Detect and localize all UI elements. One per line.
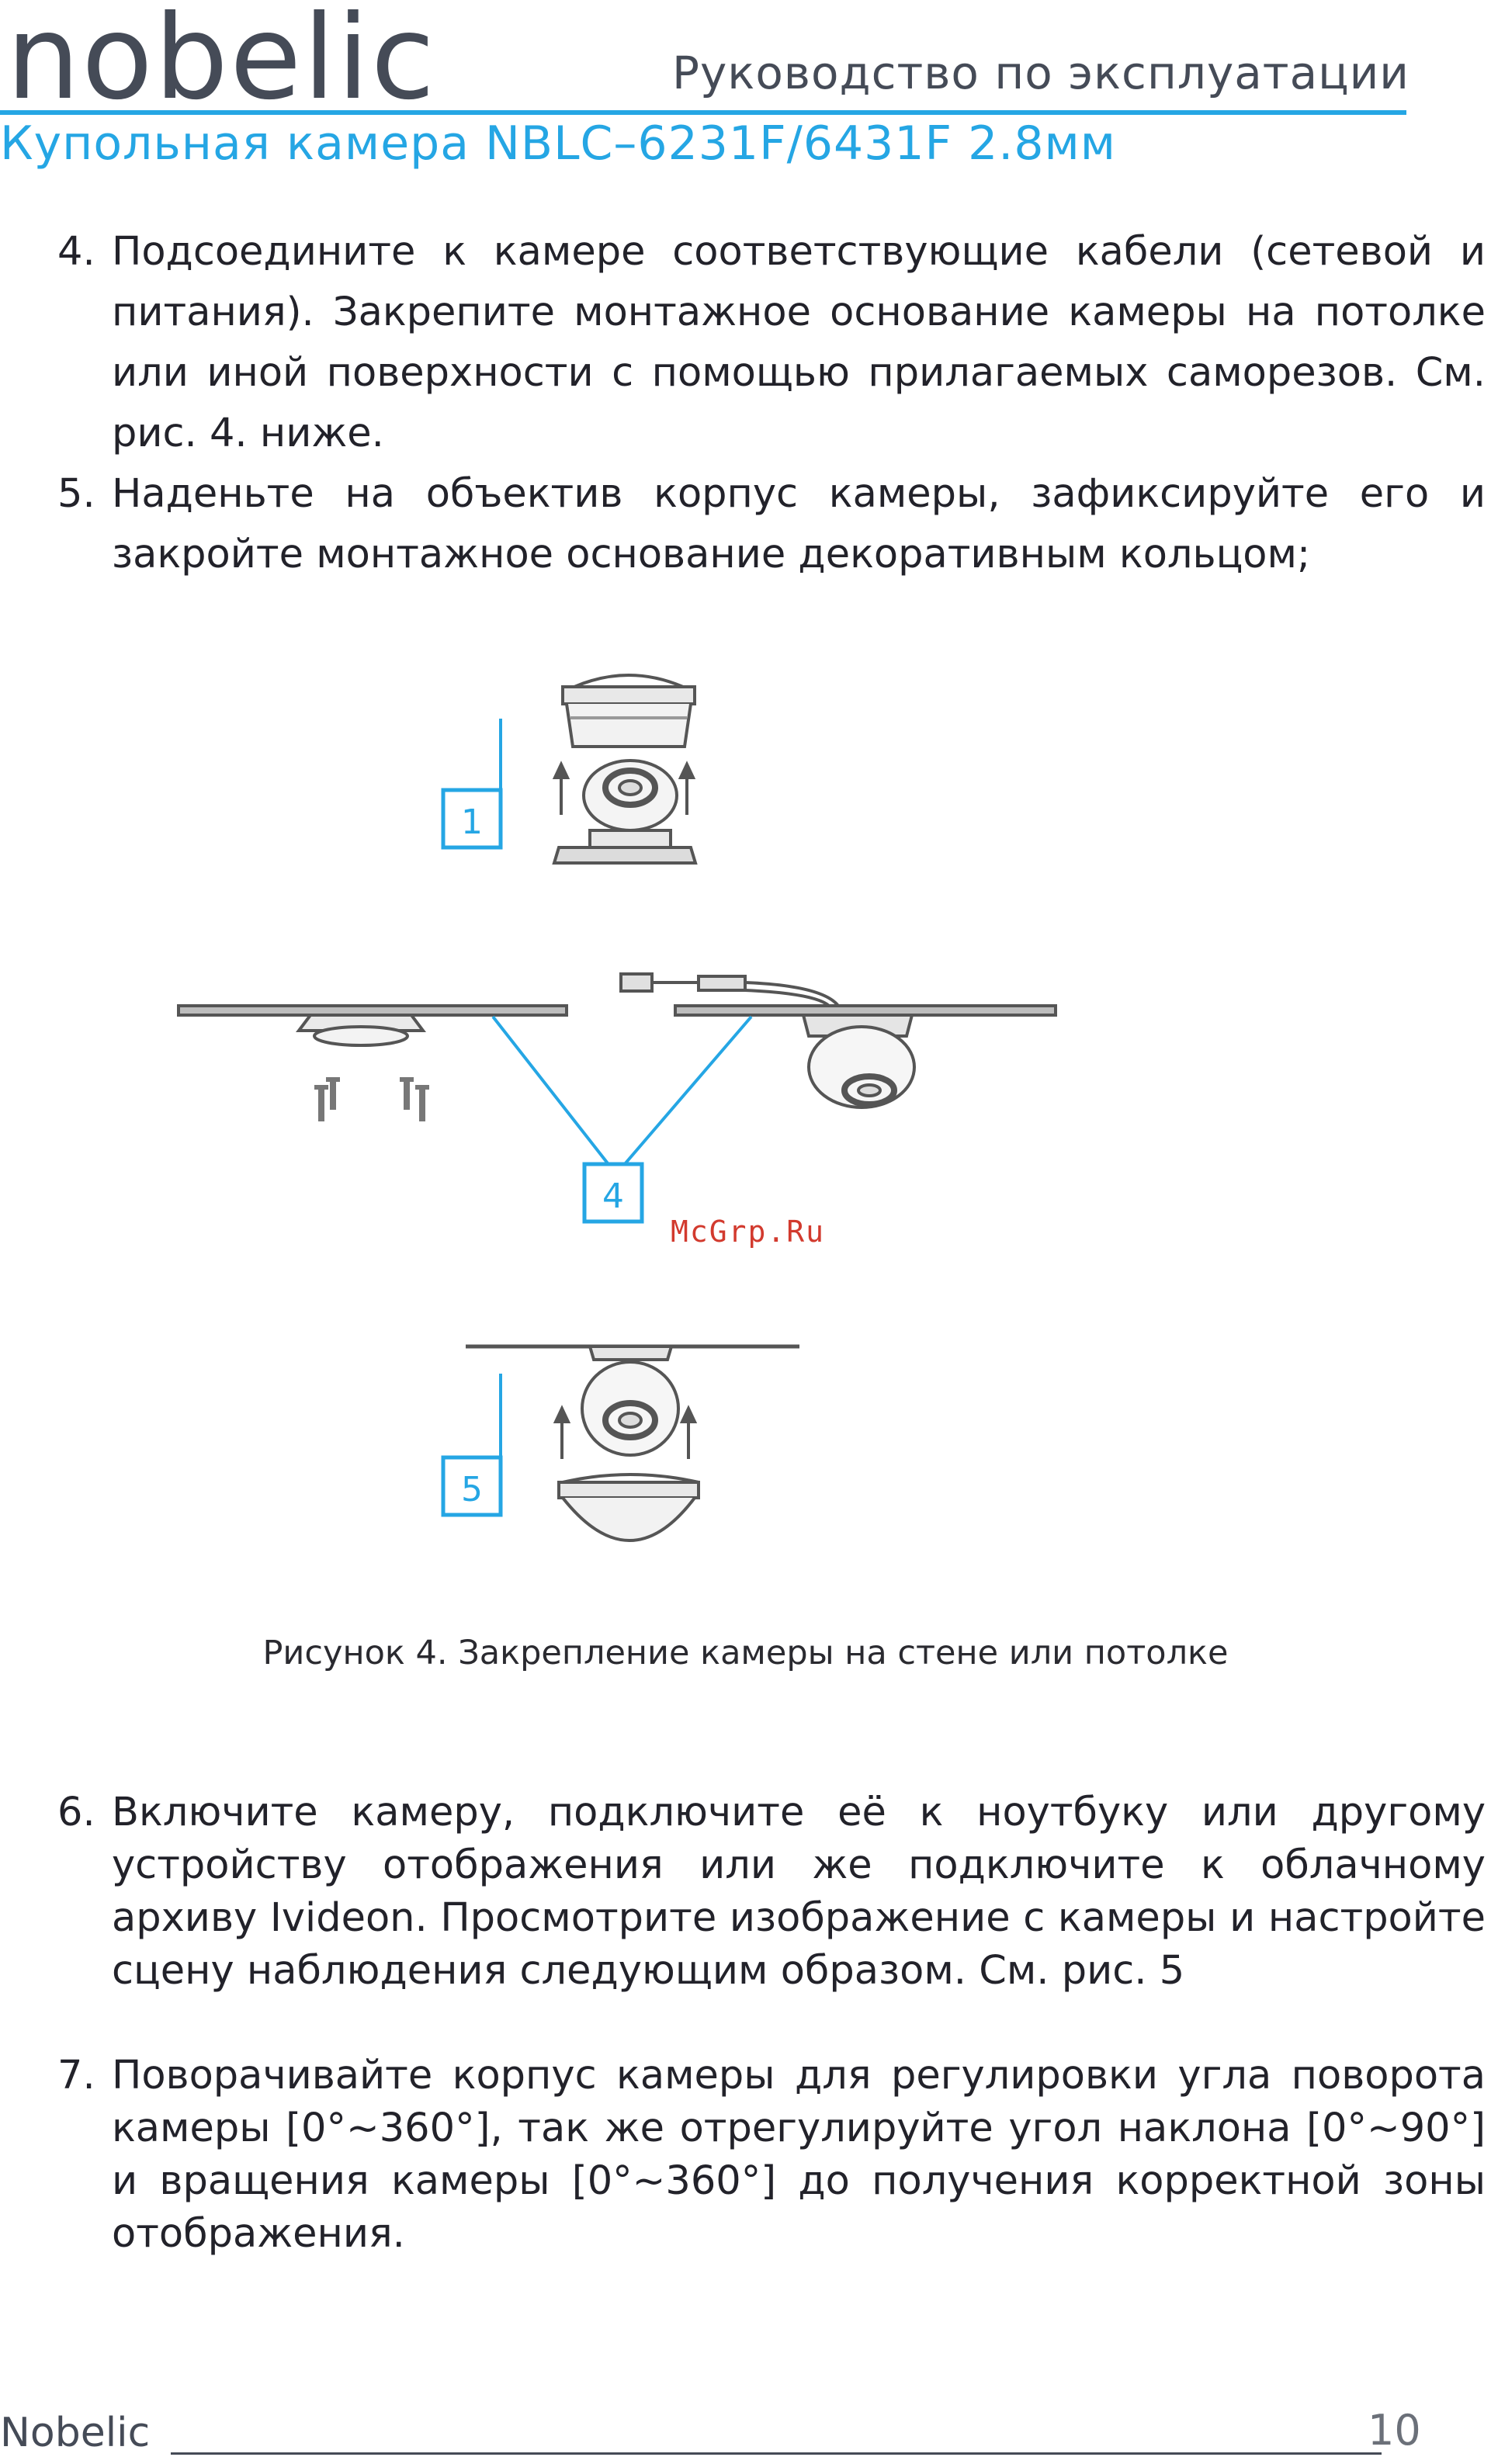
- product-title: Купольная камера NBLC–6231F/6431F 2.8мм: [0, 116, 1117, 171]
- step-5: 5. Наденьте на объектив корпус камеры, з…: [57, 464, 1486, 585]
- panel-4-leader-right: [618, 1015, 753, 1172]
- panel-4-label: 4: [602, 1177, 624, 1216]
- step-number: 6.: [57, 1790, 95, 1835]
- panel-1-illustration: [552, 674, 698, 865]
- mounting-diagram: 1: [177, 674, 1057, 1542]
- panel-5-illustration: [466, 1344, 799, 1542]
- step-text: Включите камеру, подключите её к ноутбук…: [112, 1790, 1486, 1994]
- nobelic-logo: nobelic: [6, 0, 437, 126]
- watermark: McGrp.Ru: [671, 1215, 826, 1249]
- panel-4-leader-left: [491, 1015, 615, 1172]
- step-7: 7. Поворачивайте корпус камеры для регул…: [57, 2050, 1486, 2261]
- step-text: Подсоедините к камере соответствующие ка…: [112, 229, 1486, 456]
- step-4: 4. Подсоедините к камере соответствующие…: [57, 222, 1486, 464]
- step-number: 7.: [57, 2053, 95, 2098]
- mounting-figure: 1: [155, 644, 1087, 1583]
- step-number: 4.: [57, 229, 95, 275]
- header-divider: [0, 110, 1406, 115]
- panel-1-box: [441, 788, 503, 850]
- panel-4-box: [582, 1162, 644, 1224]
- panel-5-label: 5: [461, 1470, 483, 1509]
- document-title: Руководство по эксплуатации: [671, 47, 1410, 99]
- figure-caption: Рисунок 4. Закрепление камеры на стене и…: [262, 1634, 1229, 1672]
- panel-5-box: [441, 1455, 503, 1517]
- step-text: Наденьте на объектив корпус камеры, зафи…: [112, 471, 1486, 577]
- step-6: 6. Включите камеру, подключите её к ноут…: [57, 1786, 1486, 1998]
- step-text: Поворачивайте корпус камеры для регулиро…: [112, 2053, 1486, 2257]
- panel-4-illustration: [177, 972, 1057, 1121]
- footer-divider: [171, 2452, 1382, 2455]
- panel-1-label: 1: [461, 802, 483, 842]
- step-number: 5.: [57, 471, 95, 517]
- page-number: 10: [1368, 2406, 1421, 2455]
- footer-brand: Nobelic: [0, 2410, 151, 2456]
